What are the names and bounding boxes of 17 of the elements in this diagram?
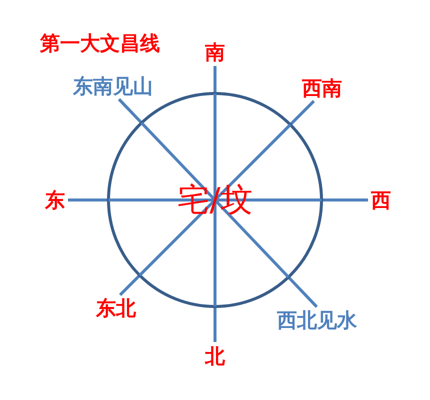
title: 第一大文昌线	[40, 32, 160, 54]
note-label: 西北见水	[277, 309, 357, 331]
spoke-line	[118, 98, 143, 124]
spoke-line	[119, 274, 141, 296]
spoke-line	[287, 276, 318, 308]
spoke-line	[214, 66, 216, 94]
spoke-line	[68, 198, 108, 202]
direction-label: 北	[205, 345, 225, 367]
spoke-line	[289, 100, 315, 126]
direction-label: 西	[371, 189, 391, 211]
note-label: 东南见山	[73, 75, 153, 97]
direction-label: 西南	[302, 77, 342, 99]
direction-label: 南	[205, 41, 225, 63]
direction-label: 东北	[96, 297, 136, 319]
spoke-line	[214, 306, 216, 342]
direction-label: 东	[45, 189, 65, 211]
spoke-line	[322, 198, 368, 202]
